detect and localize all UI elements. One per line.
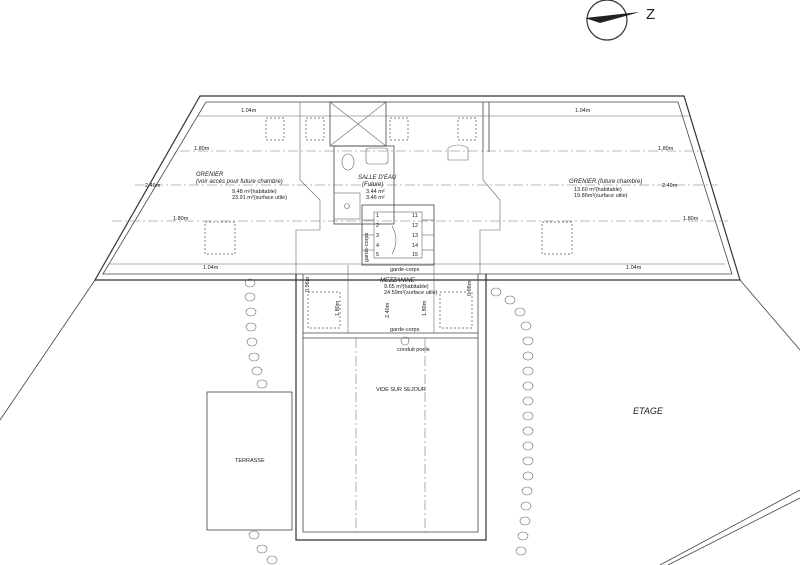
compass-letter: Z (646, 6, 655, 23)
stair-number: 2 (376, 223, 379, 229)
chair-icon (447, 144, 469, 161)
mezzanine-area-2: 24.59m²(surface utile) (384, 290, 438, 296)
dim-v-left-1: 0.96m (305, 276, 311, 292)
attic-walls (295, 102, 501, 274)
dim-180-left-upper: 1.80m (194, 146, 210, 152)
dim-240-right: 2.40m (662, 183, 678, 189)
etage-label: ETAGE (633, 406, 664, 416)
height-lines (110, 115, 728, 265)
dimensions: 1.04m 1.04m 1.04m 1.04m 1.80m 1.80m 2.40… (145, 108, 699, 318)
dim-v-left-2: 1.80m (335, 300, 341, 316)
grenier-left-area-2: 23.91 m²(surface utile) (232, 195, 287, 201)
grenier-right-label: GRENIER (future chambre) (569, 179, 642, 185)
dim-bottom-left: 1.04m (203, 265, 219, 271)
compass: Z (585, 0, 655, 41)
bathroom (329, 101, 395, 225)
dim-240-left: 2.40m (145, 183, 161, 189)
dim-v-center-right: 1.80m (422, 300, 428, 316)
salle-deau-area-2: 3.46 m² (366, 195, 385, 201)
grenier-right-area-2: 19.86m²(surface utile) (574, 193, 628, 199)
staircase: 1 2 3 4 5 11 12 13 14 15 (361, 204, 435, 266)
stair-number: 3 (376, 233, 379, 239)
skylights (204, 117, 573, 329)
terrasse-area (206, 391, 293, 531)
stove-flue-icon (400, 336, 410, 346)
stair-number: 12 (412, 223, 418, 229)
toilet-icon (341, 153, 355, 171)
shower-icon (333, 192, 361, 220)
mezzanine-area-1: 9.65 m²(habitable) (384, 284, 429, 290)
dim-v-center-left: 2.40m (385, 302, 391, 318)
stair-number: 15 (412, 252, 418, 258)
lower-walls (295, 265, 487, 541)
dim-v-right: 0.96m (467, 280, 473, 296)
vide-sur-sejour-label: VIDE SUR SEJOUR (376, 387, 426, 393)
stepping-stones-right (490, 287, 534, 556)
terrasse-label: TERRASSE (235, 458, 265, 464)
stair-number: 13 (412, 233, 418, 239)
stair-number: 11 (412, 213, 418, 219)
stair-number: 5 (376, 252, 379, 258)
stair-number: 14 (412, 243, 418, 249)
dim-180-right-upper: 1.80m (658, 146, 674, 152)
grenier-right-area-1: 13.60 m²(habitable) (574, 187, 622, 193)
dim-top-left: 1.04m (241, 108, 257, 114)
garde-corps-label: garde-corps (364, 232, 370, 262)
room-labels: ETAGE TERRASSE VIDE SUR SEJOUR conduit p… (196, 172, 664, 464)
salle-deau-area-1: 3.44 m² (366, 189, 385, 195)
mezzanine-label: MEZZANINE (380, 278, 416, 284)
grenier-left-label: GRENIER (196, 172, 224, 178)
grenier-left-area-1: 9.48 m²(habitable) (232, 189, 277, 195)
dim-180-left-lower: 1.80m (173, 216, 189, 222)
roof-edges (0, 279, 800, 565)
sink-icon (365, 147, 389, 165)
salle-deau-sub: (Future) (362, 182, 383, 188)
salle-deau-label: SALLE D'EAU (358, 175, 397, 181)
conduit-poele-label: conduit poele (397, 347, 430, 353)
garde-corps-label: garde-corps (390, 267, 420, 273)
stair-number: 1 (376, 213, 379, 219)
grenier-left-sub: (voir accès pour future chambre) (196, 179, 283, 185)
dim-180-right-lower: 1.80m (683, 216, 699, 222)
stair-number: 4 (376, 243, 379, 249)
north-arrow-icon (585, 12, 640, 23)
dim-top-right: 1.04m (575, 108, 591, 114)
dim-bottom-right: 1.04m (626, 265, 642, 271)
garde-corps-label: garde-corps (390, 327, 420, 333)
stepping-stones-left (244, 278, 278, 565)
